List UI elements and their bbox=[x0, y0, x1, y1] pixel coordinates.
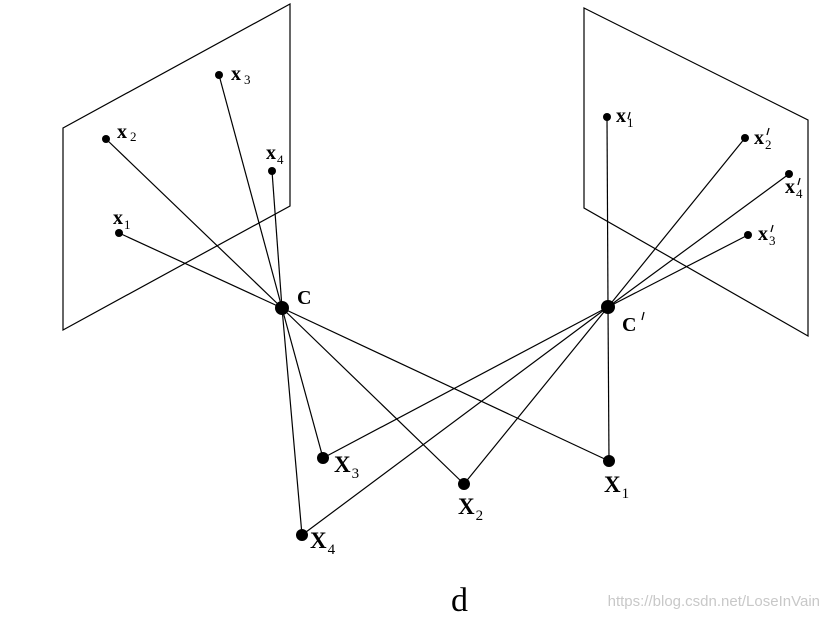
prime-mark-x4 bbox=[797, 177, 801, 186]
point-x4 bbox=[268, 167, 276, 175]
point-x3 bbox=[215, 71, 223, 79]
ray-C-x2 bbox=[105, 138, 283, 309]
ray-Cp-x2 bbox=[607, 137, 746, 308]
ray-Cp-X2 bbox=[463, 306, 609, 485]
ray-C-X4 bbox=[281, 307, 303, 536]
right-image-plane bbox=[583, 7, 809, 338]
label-X3: X3 bbox=[334, 452, 359, 482]
label-x4-prime: x4 bbox=[785, 176, 803, 201]
point-X3 bbox=[317, 452, 329, 464]
watermark: https://blog.csdn.net/LoseInVain bbox=[608, 593, 820, 610]
point-x4-prime bbox=[785, 170, 793, 178]
point-X1 bbox=[603, 455, 615, 467]
label-x4: x4 bbox=[266, 142, 284, 167]
prime-mark-x2 bbox=[766, 127, 770, 136]
ray-C-x4 bbox=[271, 170, 283, 309]
point-X4 bbox=[296, 529, 308, 541]
label-x1-prime: x1 bbox=[616, 105, 634, 130]
ray-C-x3 bbox=[218, 74, 283, 309]
prime-mark-x1 bbox=[627, 111, 631, 120]
label-X2: X2 bbox=[458, 494, 483, 524]
label-x2-prime: x2 bbox=[754, 127, 772, 152]
point-x2 bbox=[102, 135, 110, 143]
label-C-prime: C bbox=[622, 314, 636, 336]
ray-Cp-X3 bbox=[322, 306, 609, 459]
ray-C-X3 bbox=[281, 307, 324, 459]
figure-caption: d bbox=[451, 582, 468, 619]
ray-Cp-X4 bbox=[301, 306, 609, 536]
point-x1 bbox=[115, 229, 123, 237]
point-x2-prime bbox=[741, 134, 749, 142]
right-image-points bbox=[603, 113, 793, 239]
ray-C-X2 bbox=[281, 307, 465, 485]
ray-Cp-x3 bbox=[607, 234, 749, 308]
label-X1: X1 bbox=[604, 472, 629, 502]
ray-C-X1 bbox=[281, 307, 610, 462]
point-x3-prime bbox=[744, 231, 752, 239]
label-X4: X4 bbox=[310, 528, 336, 558]
left-image-plane bbox=[62, 2, 291, 332]
label-x1: x1 bbox=[113, 207, 131, 232]
prime-mark-x3 bbox=[770, 224, 774, 233]
prime-marks bbox=[627, 111, 801, 321]
ray-Cp-x1 bbox=[606, 116, 609, 308]
left-camera-rays bbox=[105, 74, 610, 536]
world-points bbox=[296, 452, 615, 541]
point-X2 bbox=[458, 478, 470, 490]
ray-Cp-x4 bbox=[607, 173, 790, 308]
camera-center-C bbox=[275, 301, 289, 315]
prime-mark-C bbox=[641, 311, 645, 321]
ray-Cp-X1 bbox=[607, 306, 610, 462]
point-x1-prime bbox=[603, 113, 611, 121]
label-x3-prime: x3 bbox=[758, 223, 776, 248]
left-image-points bbox=[102, 71, 276, 237]
right-camera-rays bbox=[301, 116, 790, 536]
camera-center-C-prime bbox=[601, 300, 615, 314]
ray-C-x1 bbox=[118, 232, 283, 309]
label-C: C bbox=[297, 287, 311, 309]
